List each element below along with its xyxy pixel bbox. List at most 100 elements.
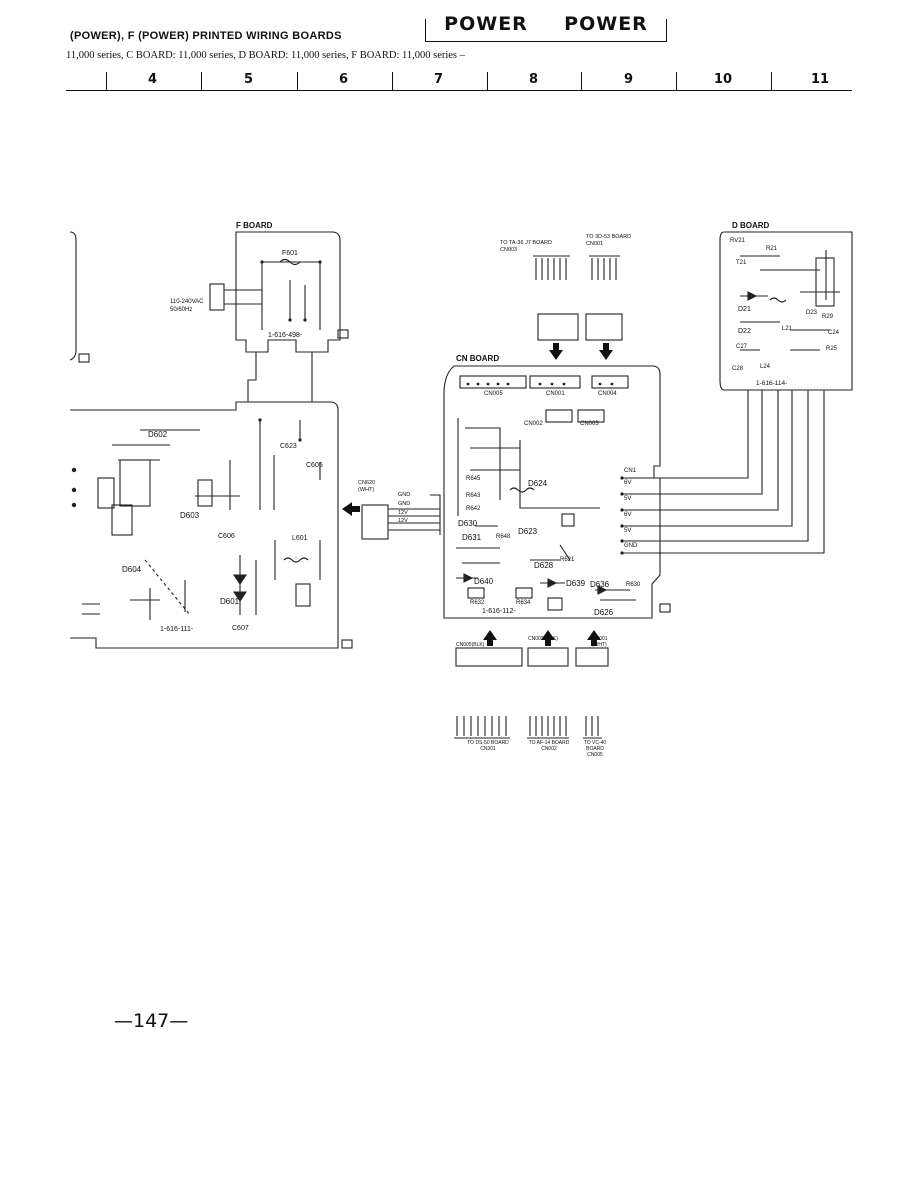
col-divider	[106, 72, 108, 90]
f-board-outline	[235, 231, 341, 353]
resistor-label: R634	[516, 600, 531, 606]
resistor-label: R621	[560, 557, 575, 563]
col-divider	[581, 72, 583, 90]
cn620-connector	[361, 504, 389, 540]
column-number: 6	[339, 72, 349, 87]
bottom-header-label: CN001 (WHT)	[592, 636, 608, 648]
column-number: 11	[811, 72, 830, 87]
col-divider	[201, 72, 203, 90]
col-divider	[771, 72, 773, 90]
col-divider	[487, 72, 489, 90]
diode-label: D639	[566, 579, 586, 588]
column-ruler	[66, 90, 852, 91]
d-part-label: D21	[738, 306, 751, 313]
d-part-label: L21	[782, 326, 793, 332]
section-title-left: POWER	[444, 13, 528, 35]
resistor-label: R630	[626, 582, 641, 588]
d-part-label: R29	[822, 314, 834, 320]
cn002-bottom-header	[527, 647, 569, 667]
conn-pin-label: GND	[398, 501, 411, 507]
bottom-header-label: CN005(BLK)	[456, 642, 485, 648]
diode-label: D601	[220, 597, 240, 606]
coil-label: L601	[292, 535, 308, 542]
diode-label: D624	[528, 479, 548, 488]
arrow-down-icon	[549, 350, 563, 360]
cap-label: C605	[306, 462, 323, 469]
ac-input-label: 110-240VAC 50/60Hz	[170, 299, 204, 313]
conn-pin-label: 12V	[398, 510, 408, 516]
diode-label: D636	[590, 580, 610, 589]
power-board-part-number: 1-616-111-	[160, 626, 194, 633]
arrow-left-icon	[342, 502, 352, 516]
connector-label: CN003	[580, 421, 599, 427]
arrow-up-icon	[483, 630, 497, 640]
col-divider	[392, 72, 394, 90]
conn-pin-label: GND	[398, 492, 411, 498]
diode-label: D631	[462, 533, 482, 542]
resistor-label: R643	[466, 493, 481, 499]
column-number: 9	[624, 72, 634, 87]
side-label: 5V	[624, 528, 632, 534]
conn-pin-label: 12V	[398, 518, 408, 524]
fuse-label: F601	[282, 250, 298, 257]
bottom-header-label: CN002 (BLK)	[528, 636, 558, 642]
d-part-label: R21	[766, 246, 778, 252]
diode-label: D604	[122, 565, 142, 574]
diode-label: D640	[474, 577, 494, 586]
cn620-label: CN620 (WHT)	[358, 480, 376, 493]
col-divider	[297, 72, 299, 90]
section-title-right: POWER	[564, 13, 648, 35]
resistor-label: R632	[470, 600, 485, 606]
connector-label: CN001	[546, 391, 565, 397]
diode-label: D630	[458, 519, 478, 528]
d-part-label: T21	[736, 260, 747, 266]
cn001-bottom-header	[575, 647, 609, 667]
d-part-label: R25	[826, 346, 838, 352]
d-part-label: D23	[806, 310, 818, 316]
diode-label: D623	[518, 527, 538, 536]
cap-label: C607	[232, 625, 249, 632]
arrow-up-icon	[587, 630, 601, 640]
resistor-label: R648	[496, 534, 511, 540]
d-board-outline	[719, 231, 853, 391]
side-label: 5V	[624, 496, 632, 502]
arrow-down-icon	[599, 350, 613, 360]
power-board-outline	[70, 401, 339, 649]
left-board-edge	[69, 231, 77, 361]
side-label: GND	[624, 543, 638, 549]
d-part-label: RV21	[730, 238, 745, 244]
page-title: (POWER), F (POWER) PRINTED WIRING BOARDS	[70, 30, 342, 42]
cn-board-part-number: 1-616-112-	[482, 608, 516, 615]
bottom-connector-label: TO DS-50 BOARD CN301	[467, 740, 509, 752]
bottom-connector-label: TO AF-14 BOARD CN002	[528, 740, 570, 752]
side-label: 6V	[624, 512, 632, 518]
diode-label: D603	[180, 511, 200, 520]
d-part-label: L24	[760, 364, 771, 370]
resistor-label: R645	[466, 476, 481, 482]
column-number: 10	[714, 72, 733, 87]
diode-label: D602	[148, 430, 168, 439]
f-board-title: F BOARD	[236, 221, 273, 230]
cn-board-title: CN BOARD	[456, 354, 500, 363]
f-board-part-number: 1-616-498-	[268, 332, 303, 339]
connector-label: CN005	[484, 391, 503, 397]
connector-label: CN002	[524, 421, 543, 427]
section-title-box: POWER POWER	[425, 13, 667, 42]
cap-label: C623	[280, 443, 297, 450]
diode-label: D628	[534, 561, 554, 570]
top-connector-label-left: TO TA-36 J7 BOARD CN003	[500, 240, 552, 253]
column-number: 5	[244, 72, 254, 87]
d-part-label: C28	[732, 366, 744, 372]
col-divider	[676, 72, 678, 90]
d-board-part-number: 1-616-114-	[756, 380, 788, 387]
column-number: 7	[434, 72, 444, 87]
page-number: —147—	[114, 1010, 189, 1032]
d-part-label: C27	[736, 344, 748, 350]
cn003-header	[537, 313, 579, 341]
top-connector-label-right: TO 3D-53 BOARD CN001	[586, 234, 632, 247]
cn005-bottom-header	[455, 647, 523, 667]
d-part-label: D22	[738, 328, 751, 335]
cap-label: C606	[218, 533, 235, 540]
series-line: 11,000 series, C BOARD: 11,000 series, D…	[66, 50, 465, 61]
